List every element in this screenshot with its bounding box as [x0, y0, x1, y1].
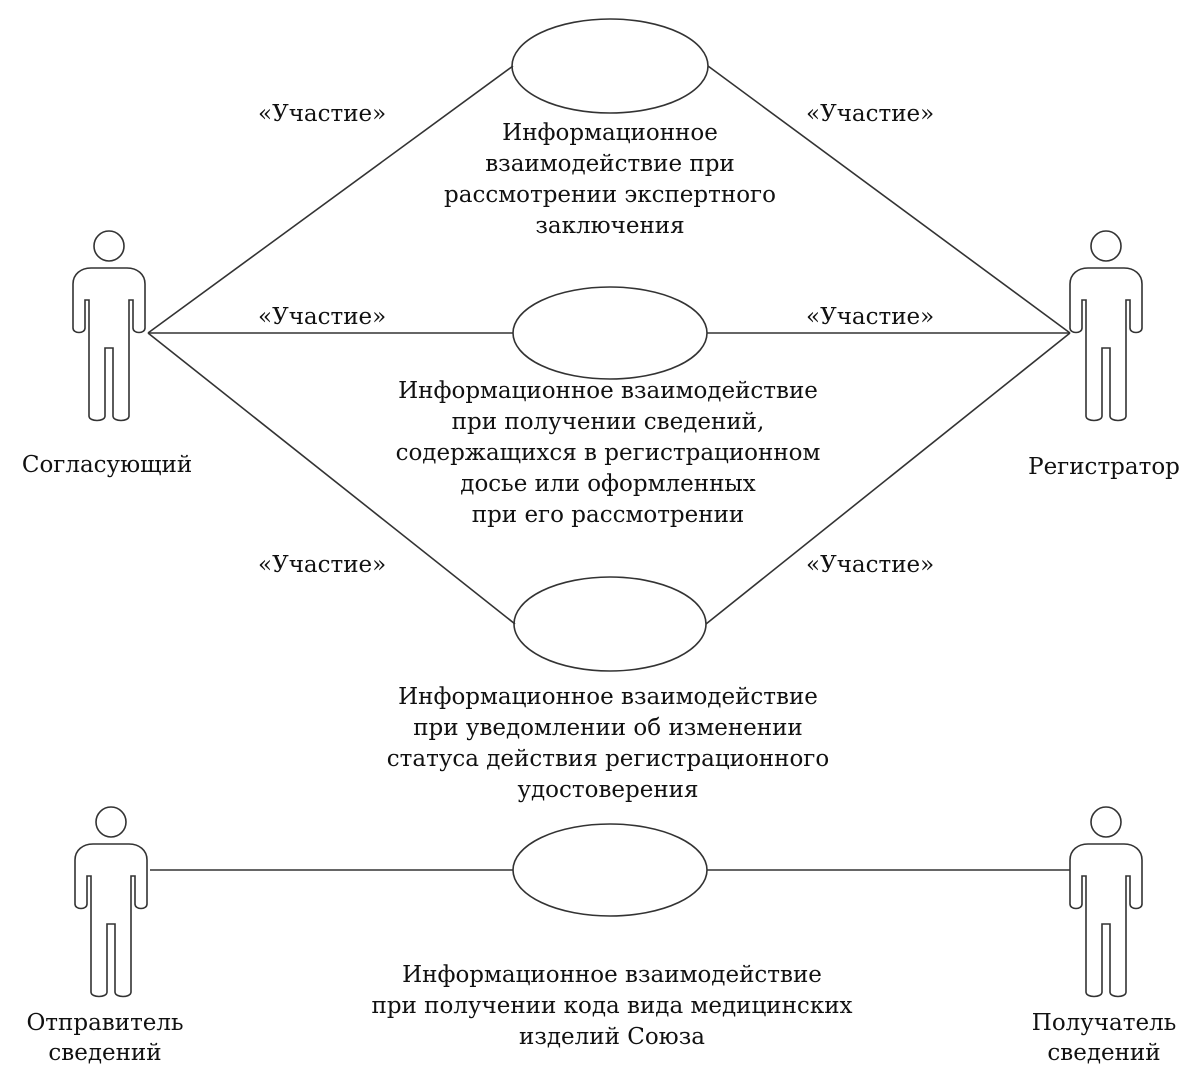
use-case-text-type-code: Информационное взаимодействие при получе…	[371, 960, 852, 1053]
sender-actor-name: Отправитель сведений	[26, 1008, 183, 1068]
actor-name-line: Получатель	[1031, 1010, 1177, 1036]
registrar-actor-name: Регистратор	[1028, 452, 1180, 482]
use-case-oval-dossier-info	[512, 286, 708, 380]
use-case-text-line: содержащихся в регистрационном	[395, 440, 821, 466]
actor-name-line: сведений	[48, 1040, 162, 1066]
stereotype-label-approver-uc2: «Участие»	[258, 304, 387, 330]
recipient-actor-name: Получатель сведений	[1032, 1008, 1176, 1068]
approver-actor-icon	[72, 230, 146, 422]
stereotype-label-registrar-uc1: «Участие»	[806, 101, 935, 127]
use-case-text-line: рассмотрении экспертного	[444, 182, 776, 208]
actor-name-line: сведений	[1047, 1040, 1161, 1066]
assoc-registrar-uc3	[705, 332, 1071, 625]
use-case-oval-status-change	[513, 576, 707, 672]
assoc-approver-uc3	[147, 332, 516, 625]
actor-name-line: Отправитель	[26, 1010, 184, 1036]
actor-name-line: Согласующий	[21, 452, 193, 478]
use-case-text-line: при его рассмотрении	[471, 502, 745, 528]
use-case-text-line: Информационное взаимодействие	[398, 684, 818, 710]
use-case-text-line: заключения	[535, 213, 685, 239]
use-case-text-line: при получении сведений,	[451, 409, 765, 435]
use-case-text-line: Информационное взаимодействие	[398, 378, 818, 404]
use-case-text-line: удостоверения	[517, 777, 699, 803]
use-case-text-dossier-info: Информационное взаимодействие при получе…	[396, 376, 821, 531]
recipient-actor-icon	[1069, 806, 1143, 998]
registrar-actor-icon	[1069, 230, 1143, 422]
stereotype-label-approver-uc3: «Участие»	[258, 552, 387, 578]
use-case-text-line: взаимодействие при	[485, 151, 735, 177]
use-case-text-line: Информационное взаимодействие	[402, 962, 822, 988]
use-case-text-line: досье или оформленных	[460, 471, 756, 497]
use-case-text-line: при получении кода вида медицинских	[371, 993, 853, 1019]
use-case-oval-expert-conclusion	[511, 18, 709, 114]
use-case-text-line: статуса действия регистрационного	[386, 746, 830, 772]
stereotype-label-registrar-uc2: «Участие»	[806, 304, 935, 330]
use-case-text-line: при уведомлении об изменении	[413, 715, 803, 741]
use-case-oval-type-code	[512, 823, 708, 917]
assoc-registrar-uc1	[707, 65, 1071, 334]
use-case-text-line: Информационное	[502, 120, 718, 146]
use-case-text-expert-conclusion: Информационное взаимодействие при рассмо…	[444, 118, 776, 242]
approver-actor-name: Согласующий	[22, 450, 192, 480]
use-case-text-status-change: Информационное взаимодействие при уведом…	[387, 682, 829, 806]
assoc-approver-uc1	[147, 65, 514, 334]
stereotype-label-approver-uc1: «Участие»	[258, 101, 387, 127]
sender-actor-icon	[74, 806, 148, 998]
actor-name-line: Регистратор	[1028, 454, 1180, 480]
stereotype-label-registrar-uc3: «Участие»	[806, 552, 935, 578]
use-case-text-line: изделий Союза	[519, 1024, 705, 1050]
